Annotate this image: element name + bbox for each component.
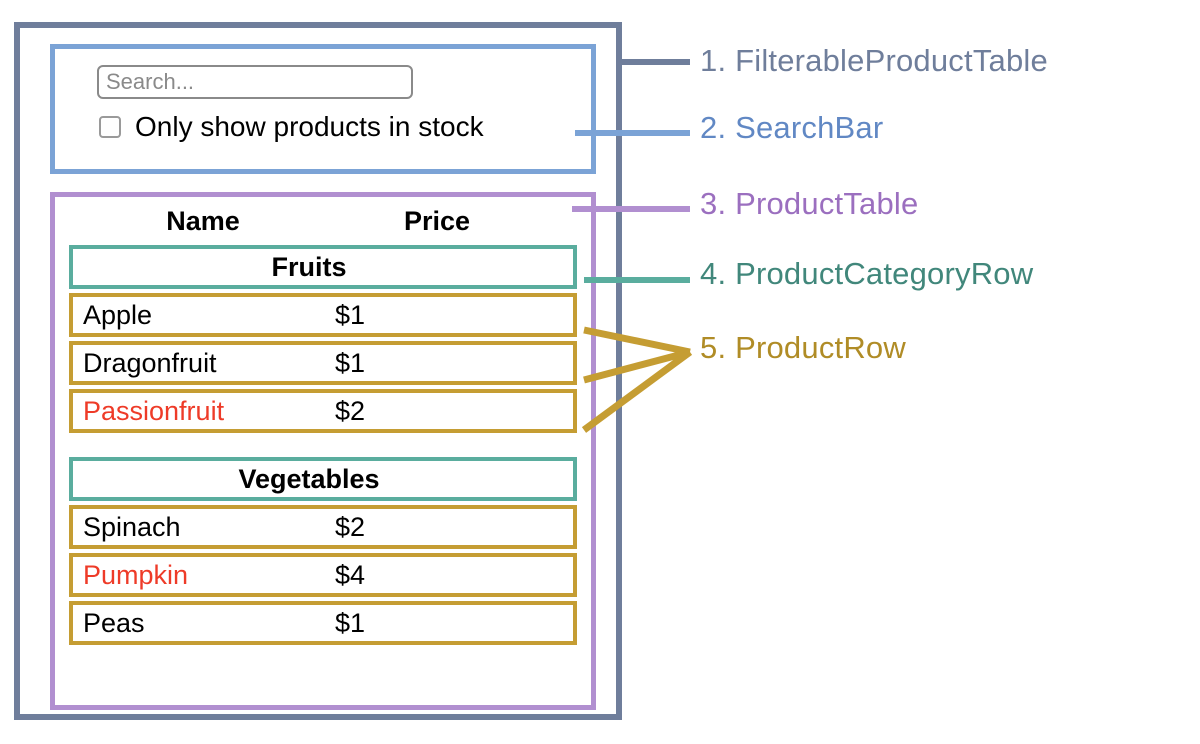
column-header-price: Price: [403, 205, 471, 236]
product-name: Pumpkin: [83, 559, 189, 590]
callout-label-filterable-product-table: 1. FilterableProductTable: [700, 43, 1048, 79]
callout-number: 5.: [700, 330, 727, 365]
callout-label-product-row: 5. ProductRow: [700, 330, 906, 366]
callout-text: ProductRow: [735, 330, 906, 365]
product-name: Passionfruit: [83, 395, 225, 426]
stock-filter-label: Only show products in stock: [135, 111, 484, 142]
search-input[interactable]: [97, 65, 413, 99]
product-price: $1: [335, 607, 366, 638]
filterable-product-table: Only show products in stock Name Price F…: [14, 22, 622, 720]
callout-number: 4.: [700, 256, 727, 291]
product-name: Peas: [83, 607, 145, 638]
callout-label-search-bar: 2. SearchBar: [700, 110, 883, 146]
callout-label-product-category-row: 4. ProductCategoryRow: [700, 256, 1033, 292]
callout-number: 2.: [700, 110, 727, 145]
product-table-body: Fruits Apple $1 Dragonfruit $1 Passionfr…: [55, 245, 591, 645]
product-row: Peas $1: [69, 601, 577, 645]
product-row: Passionfruit $2: [69, 389, 577, 433]
product-row: Apple $1: [69, 293, 577, 337]
callout-number: 3.: [700, 186, 727, 221]
callout-label-product-table: 3. ProductTable: [700, 186, 918, 222]
column-header-name: Name: [166, 205, 240, 236]
product-row: Dragonfruit $1: [69, 341, 577, 385]
callout-text: ProductCategoryRow: [735, 256, 1034, 291]
table-header-row: Name Price: [55, 197, 591, 245]
callout-text: FilterableProductTable: [735, 43, 1048, 78]
checkbox-icon[interactable]: [99, 116, 121, 138]
product-category-label: Fruits: [271, 251, 347, 282]
product-category-label: Vegetables: [238, 463, 380, 494]
product-price: $1: [335, 299, 366, 330]
callout-text: ProductTable: [735, 186, 919, 221]
product-price: $2: [335, 511, 366, 542]
product-name: Dragonfruit: [83, 347, 217, 378]
category-gap: [69, 437, 577, 457]
callout-number: 1.: [700, 43, 727, 78]
search-bar: Only show products in stock: [50, 44, 596, 174]
stock-filter-row[interactable]: Only show products in stock: [99, 113, 591, 141]
product-price: $2: [335, 395, 366, 426]
product-category-row: Vegetables: [69, 457, 577, 501]
product-category-row: Fruits: [69, 245, 577, 289]
product-name: Spinach: [83, 511, 181, 542]
product-table: Name Price Fruits Apple $1 Dragonfruit $…: [50, 192, 596, 710]
product-row: Spinach $2: [69, 505, 577, 549]
product-price: $4: [335, 559, 366, 590]
product-row: Pumpkin $4: [69, 553, 577, 597]
product-price: $1: [335, 347, 366, 378]
product-name: Apple: [83, 299, 153, 330]
callout-text: SearchBar: [735, 110, 884, 145]
